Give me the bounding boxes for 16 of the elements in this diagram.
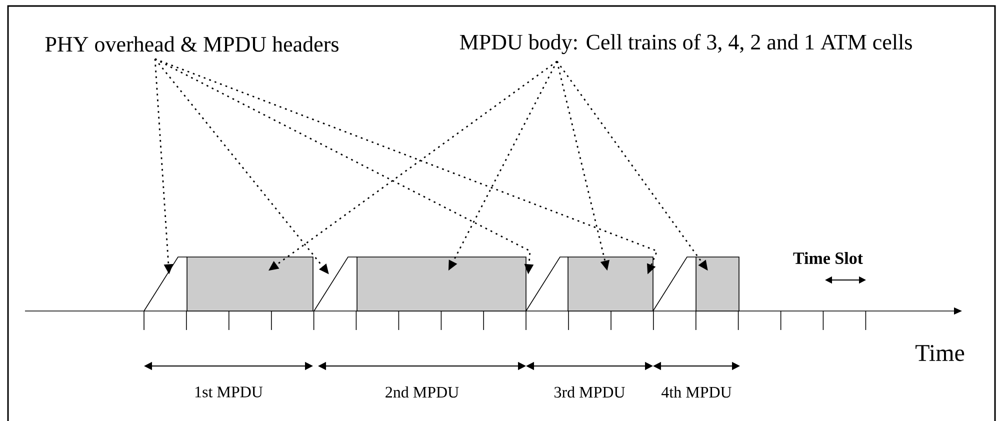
span-label: 4th MPDU xyxy=(661,386,732,398)
axis-label: Time xyxy=(916,344,964,362)
span-label: 2nd MPDU xyxy=(386,386,459,398)
body-box xyxy=(696,256,740,312)
body-box xyxy=(356,256,526,312)
overhead-slope xyxy=(314,256,358,312)
span-label: 1st MPDU xyxy=(195,386,263,398)
overhead-slope xyxy=(526,256,568,312)
axis-label: Time Slot xyxy=(793,252,863,264)
span-label: 3rd MPDU xyxy=(554,386,625,398)
body-box xyxy=(568,256,654,312)
overhead-slope xyxy=(652,256,696,312)
callout-text: MPDU body: Cell trains of 3, 4, 2 and 1 ATM cells xyxy=(460,34,912,54)
overhead-slope xyxy=(144,256,188,312)
callout-text: PHY overhead & MPDU headers xyxy=(45,36,338,52)
body-box xyxy=(186,256,314,312)
